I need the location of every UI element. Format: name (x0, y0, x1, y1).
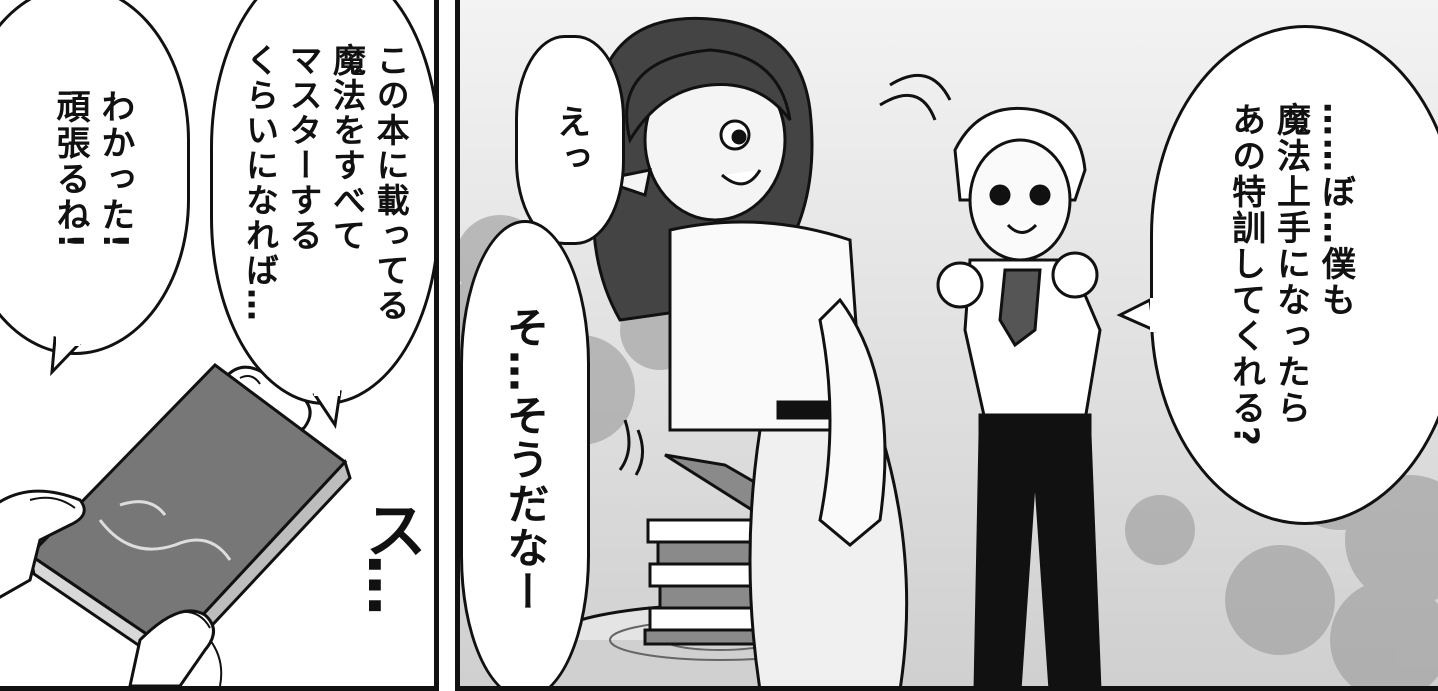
boy-figure (936, 106, 1102, 686)
sfx-su: ス… (354, 498, 427, 610)
receiver-hand-left (0, 489, 86, 599)
speech-bubble-request: ……ぼ…僕も 魔法上手になったら あの特訓してくれる? (1150, 25, 1438, 525)
bubble-tails-left (50, 336, 342, 430)
dialogue-book-mastery: この本に載ってる 魔法をすべて マスターする くらいになれば… (240, 42, 411, 323)
panel-left: この本に載ってる 魔法をすべて マスターする くらいになれば… わかった! 頑張… (0, 0, 439, 691)
panel-right: えっ そ…そうだなー ……ぼ…僕も 魔法上手になったら あの特訓してくれる? (455, 0, 1438, 691)
bubble-tails-right (1116, 297, 1164, 333)
dialogue-request: ……ぼ…僕も 魔法上手になったら あの特訓してくれる? (1225, 102, 1356, 448)
elf-woman-figure (591, 16, 909, 686)
dialogue-reply: わかった! 頑張るね! (50, 89, 135, 251)
dialogue-hesitant: そ…そうだなー (500, 306, 550, 614)
speech-bubble-surprise: えっ (515, 35, 625, 245)
left-panel-art (0, 363, 352, 686)
receiver-hand-right (128, 609, 215, 686)
dialogue-surprise: えっ (550, 104, 591, 176)
speech-bubble-hesitant: そ…そうだなー (460, 220, 590, 686)
